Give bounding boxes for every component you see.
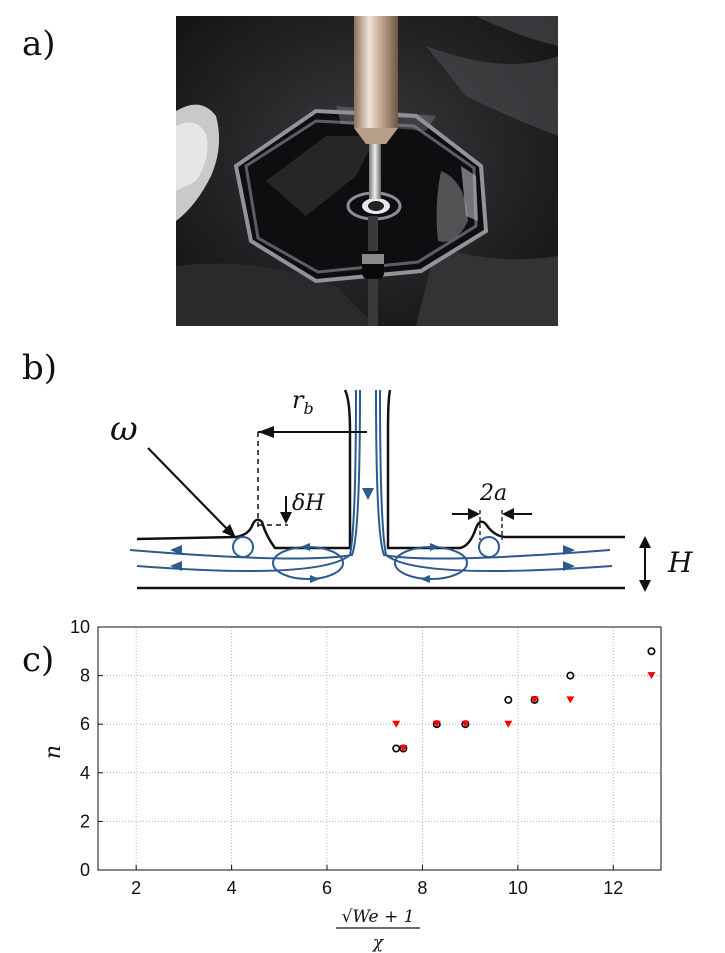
x-tick-label: 10 <box>508 878 528 898</box>
data-point-triangle <box>504 720 513 728</box>
y-tick-label: 2 <box>80 811 90 831</box>
experiment-photo <box>176 16 558 326</box>
omega-arrow-line <box>147 447 229 531</box>
streamlines <box>129 389 613 580</box>
y-axis-label: n <box>41 745 66 759</box>
two-a-right-arrowhead <box>502 508 514 520</box>
y-tick-label: 8 <box>80 666 90 686</box>
two-a-left-arrowhead <box>468 508 480 520</box>
schematic-diagram: rb δH ω 2a H <box>110 386 693 592</box>
surface-right-line <box>386 389 625 550</box>
h-label: H <box>667 546 693 579</box>
h-arrowhead-up <box>639 536 651 548</box>
data-point-circle <box>504 695 513 704</box>
two-a-label: 2a <box>479 481 507 506</box>
photo-drawing <box>176 16 558 326</box>
y-tick-labels: 0 2 4 6 8 10 <box>70 617 90 880</box>
omega-arrowhead <box>222 524 236 538</box>
data-points <box>392 647 656 753</box>
h-arrowhead-down <box>639 580 651 592</box>
y-tick-label: 4 <box>80 763 90 783</box>
surface-left-line <box>136 389 352 550</box>
data-point-triangle <box>392 720 401 728</box>
x-axis-label-numerator: √We + 1 <box>342 907 415 927</box>
x-tick-labels: 2 4 6 8 10 12 <box>131 878 623 898</box>
dh-label: δH <box>292 491 325 516</box>
data-point-triangle <box>566 696 575 704</box>
data-point-triangle <box>461 720 470 728</box>
y-tick-label: 0 <box>80 860 90 880</box>
data-point-triangle <box>432 720 441 728</box>
dh-arrowhead <box>280 512 292 524</box>
data-point-triangle <box>530 696 539 704</box>
chart-grid <box>98 626 661 871</box>
panel-a-label: a) <box>22 24 56 64</box>
x-tick-label: 8 <box>417 878 427 898</box>
y-tick-label: 10 <box>70 617 90 637</box>
data-point-circle <box>647 647 656 656</box>
data-point-circle <box>566 671 575 680</box>
y-tick-label: 6 <box>80 714 90 734</box>
omega-label: ω <box>110 409 138 449</box>
rb-arrowhead <box>258 426 274 438</box>
data-point-circle <box>392 744 401 753</box>
flow-arrowheads <box>170 488 575 583</box>
data-point-triangle <box>399 745 408 752</box>
x-tick-label: 12 <box>603 878 623 898</box>
scatter-chart: 2 4 6 8 10 12 0 2 4 6 8 10 n √We + 1 χ <box>41 617 662 953</box>
panel-c-label: c) <box>22 640 55 680</box>
x-tick-label: 4 <box>227 878 237 898</box>
x-tick-label: 6 <box>322 878 332 898</box>
plot-frame <box>97 626 662 871</box>
panel-b-label: b) <box>22 348 58 388</box>
rb-label: rb <box>292 386 314 418</box>
x-axis-label-denominator: χ <box>372 933 385 953</box>
data-point-triangle <box>647 672 656 680</box>
x-tick-label: 2 <box>131 878 141 898</box>
